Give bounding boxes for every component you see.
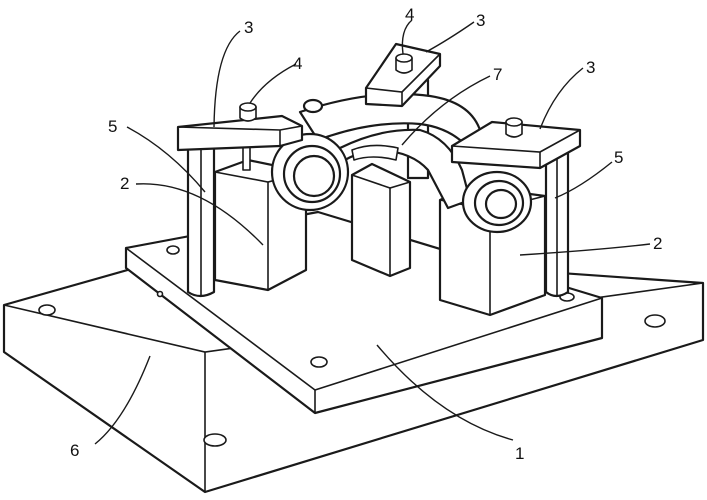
label-clamp-right: 3 [586, 58, 595, 77]
clamp-center [364, 42, 442, 108]
label-clamp-left: 3 [244, 18, 253, 37]
ring-right [461, 170, 533, 234]
label-guide-post-left: 5 [108, 117, 117, 136]
label-support-block-left: 2 [120, 174, 129, 193]
base-hole-right [644, 314, 666, 328]
label-pin-left: 4 [293, 54, 302, 73]
clamp-left [176, 114, 304, 152]
plate-pin-hole [156, 290, 164, 298]
base-hole-front [203, 433, 227, 447]
part-labels: 6 1 2 2 5 5 3 3 3 4 4 7 [70, 5, 662, 463]
workpiece [270, 92, 533, 234]
workpiece-boss [302, 98, 324, 114]
leader-lines [94, 19, 651, 445]
label-base-plate: 6 [70, 441, 79, 460]
center-support-block [350, 162, 412, 278]
ring-left [270, 132, 350, 212]
label-workpiece: 7 [493, 65, 502, 84]
base-hole-left [38, 304, 56, 316]
plate-hole-front [310, 356, 328, 368]
label-clamp-center: 3 [476, 11, 485, 30]
plate-hole-left [166, 245, 180, 255]
guide-post-left [186, 138, 216, 298]
label-support-block-right: 2 [653, 234, 662, 253]
guide-post-right [544, 148, 570, 298]
pin-right [505, 117, 523, 138]
label-pin-center: 4 [405, 5, 414, 24]
clamp-right [450, 120, 582, 170]
pin-left [239, 102, 257, 122]
label-guide-post-right: 5 [614, 148, 623, 167]
label-mounting-plate: 1 [515, 444, 524, 463]
pin-center [395, 53, 413, 74]
